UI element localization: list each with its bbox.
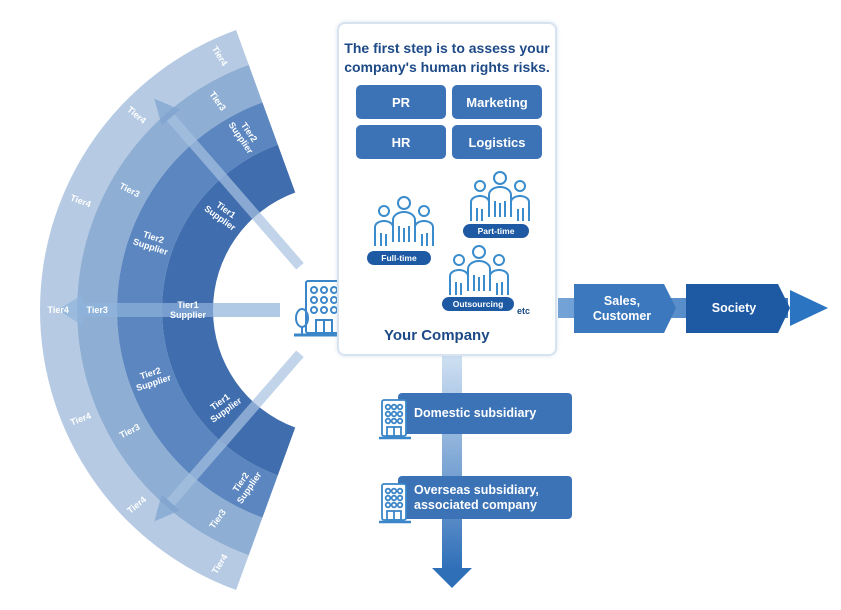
etc-label: etc <box>517 306 531 316</box>
overseas-building-icon <box>379 483 411 524</box>
domestic-building-icon <box>379 399 411 440</box>
subsidiary-arrow-head <box>432 568 472 588</box>
tier1-ring <box>162 144 296 476</box>
dept-pr: PR <box>356 85 446 119</box>
domestic-subsidiary-box: Domestic subsidiary <box>414 406 537 420</box>
overseas-subsidiary-box: Overseas subsidiary,associated company <box>414 476 564 519</box>
tier4-label: Tier4 <box>47 305 69 315</box>
society-box: Society <box>711 301 757 315</box>
sales-label-line-1: Sales, <box>603 293 641 308</box>
your-company-label: Your Company <box>384 327 490 344</box>
society-box-shape <box>686 284 790 333</box>
workforce-part-time: Part-time <box>463 224 529 238</box>
spoke-upper-shaft <box>166 114 304 270</box>
dept-logistics: Logistics <box>452 125 542 159</box>
workforce-outsourcing: Outsourcing <box>442 297 514 311</box>
spoke-upper-head <box>154 98 180 126</box>
domestic-box-shape <box>398 393 572 434</box>
company-card: The first step is to assess your company… <box>337 22 557 356</box>
spoke-lower-head <box>154 494 180 522</box>
headline-line-1: The first step is to assess your <box>344 40 550 56</box>
overseas-label-line-2: associated company <box>414 497 537 512</box>
headline-line-2: company's human rights risks. <box>344 59 550 75</box>
tier3-ring <box>77 64 263 556</box>
subsidiary-arrow-shaft <box>442 356 462 570</box>
workforce-full-time: Full-time <box>367 251 431 265</box>
sales-customer-box: Sales,Customer <box>574 284 670 333</box>
overseas-box-shape <box>398 476 572 519</box>
sales-box-shape <box>574 284 676 333</box>
downstream-arrow-head <box>790 290 828 326</box>
sales-label-line-2: Customer <box>592 308 652 323</box>
people-icon <box>470 171 530 222</box>
dept-hr: HR <box>356 125 446 159</box>
dept-marketing: Marketing <box>452 85 542 119</box>
people-icon <box>449 245 509 296</box>
spoke-left-head <box>58 294 83 326</box>
spoke-lower-shaft <box>166 350 304 506</box>
tier2-ring <box>116 102 278 518</box>
headline: The first step is to assess your company… <box>339 39 555 77</box>
overseas-label-line-1: Overseas subsidiary, <box>414 482 539 497</box>
tier3-label: Tier3 <box>86 305 108 315</box>
people-icon <box>374 196 434 247</box>
